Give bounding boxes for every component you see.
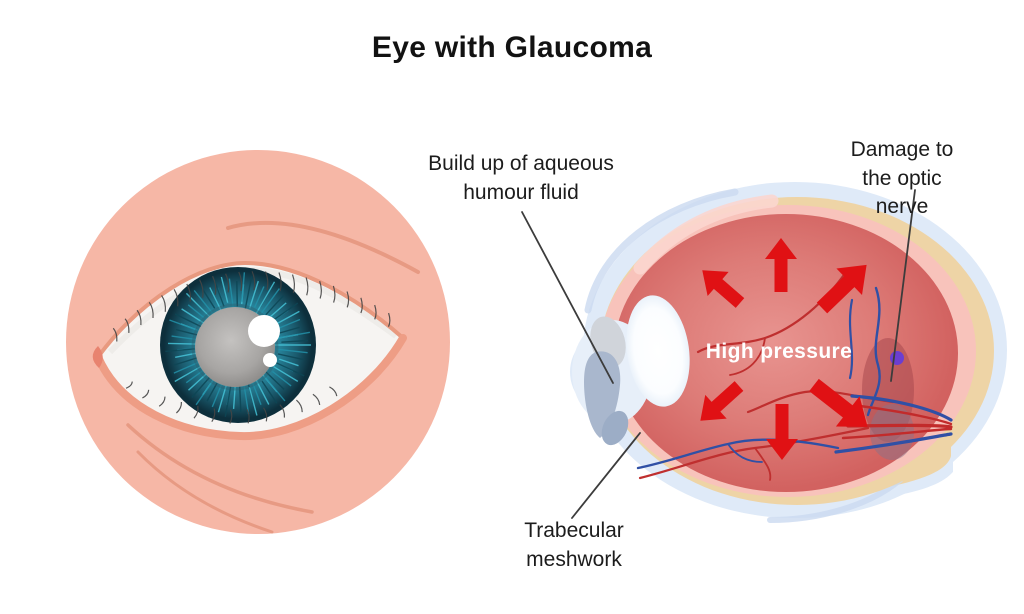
pupil-highlight-small bbox=[263, 353, 277, 367]
leader-line-optic-nerve bbox=[890, 189, 916, 382]
lower-skin-crease bbox=[136, 450, 274, 534]
label-trabecular-meshwork: Trabecular meshwork bbox=[524, 519, 624, 571]
pressure-arrows bbox=[700, 238, 868, 460]
cross-section-illustration bbox=[570, 182, 1007, 523]
pressure-arrow bbox=[702, 270, 745, 308]
pressure-arrow bbox=[816, 264, 867, 314]
lower-eyelashes bbox=[125, 381, 338, 424]
sclera-accent-arc bbox=[584, 188, 739, 314]
retina-highlight bbox=[633, 194, 779, 275]
optic-nerve-damage-dot bbox=[890, 351, 904, 365]
pupil-rim bbox=[191, 303, 279, 391]
lower-eyelid-margin bbox=[94, 334, 407, 441]
sclera-accent-arc bbox=[767, 477, 903, 523]
leader-line-aqueous bbox=[521, 211, 614, 384]
label-optic-nerve-damage: Damage to the optic nerve bbox=[850, 138, 954, 219]
pressure-arrow bbox=[766, 404, 798, 460]
label-high-pressure: High pressure bbox=[705, 340, 853, 363]
upper-eyelid-margin bbox=[96, 260, 405, 359]
pressure-arrow bbox=[700, 381, 744, 421]
leader-lines bbox=[521, 189, 916, 519]
trabecular-meshwork-region bbox=[601, 410, 629, 446]
pupil-highlight-large bbox=[248, 315, 280, 347]
pressure-arrow bbox=[765, 238, 797, 292]
lower-skin-crease bbox=[126, 423, 314, 514]
optic-nerve-fibers bbox=[834, 394, 953, 454]
front-eye-illustration bbox=[66, 150, 450, 534]
upper-eyelid-crease bbox=[226, 220, 420, 274]
page-title: Eye with Glaucoma bbox=[371, 31, 653, 64]
upper-eyelashes bbox=[112, 271, 391, 342]
pressure-arrow bbox=[809, 378, 868, 427]
leader-line-trabecular bbox=[571, 432, 641, 519]
tear-duct bbox=[92, 346, 103, 368]
label-aqueous-humour: Build up of aqueous humour fluid bbox=[428, 152, 614, 204]
iris-group bbox=[160, 267, 316, 423]
lens bbox=[626, 295, 690, 407]
